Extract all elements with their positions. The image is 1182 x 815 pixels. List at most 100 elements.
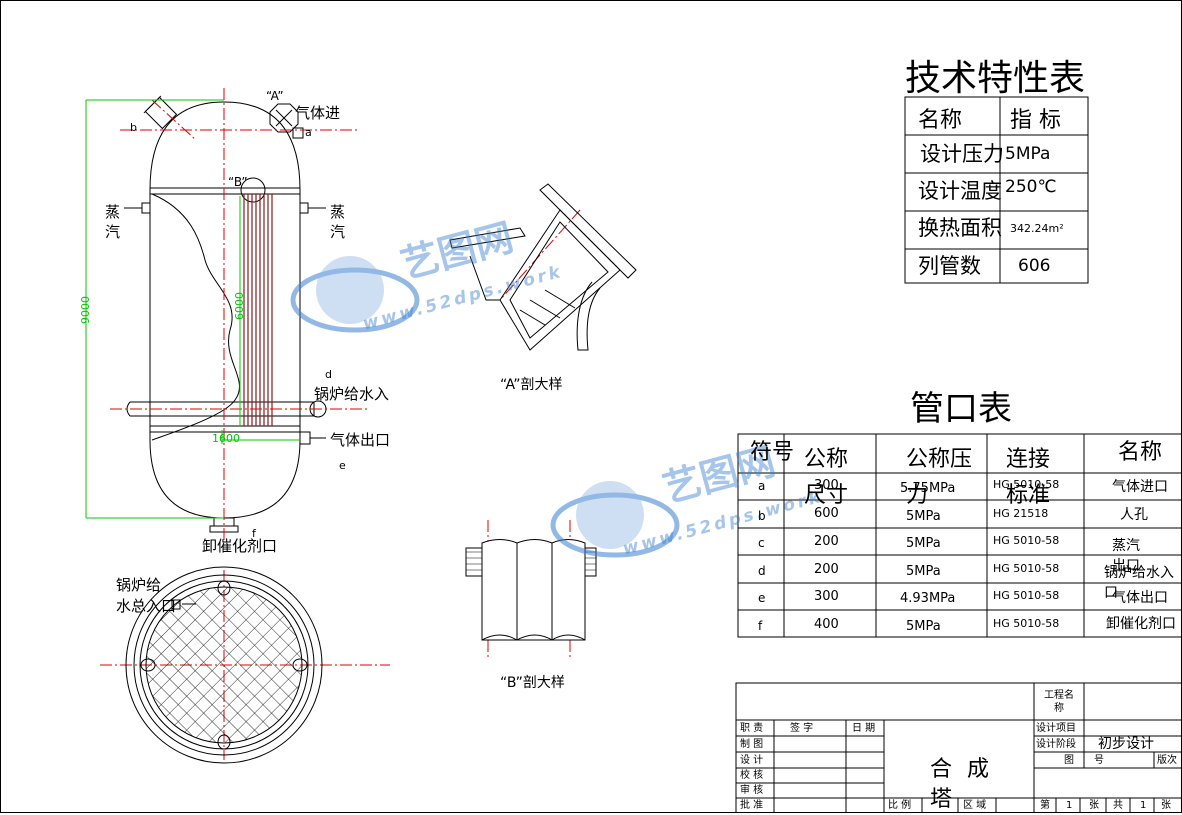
- nozzle-size: 200: [814, 562, 839, 577]
- tb-drawing-title: 合 成 塔: [930, 757, 993, 812]
- nozzle-header-sym: 符号: [750, 440, 795, 465]
- nozzle-sym: b: [758, 509, 766, 523]
- label-boiler-feed: 锅炉给水入: [314, 385, 390, 403]
- nozzle-sym: a: [758, 479, 766, 493]
- tb-sheet-label: 第: [1040, 800, 1050, 811]
- letter-a: a: [305, 126, 312, 139]
- tb-design-item-label: 设计项目: [1036, 723, 1076, 734]
- plan-view: [125, 566, 323, 764]
- nozzle-pressure: 5MPa: [906, 619, 941, 634]
- nozzle-header-std: 连接标准: [1006, 447, 1051, 508]
- dim-tube-length: 6000: [233, 292, 246, 320]
- nozzle-name: 卸催化剂口: [1106, 616, 1176, 632]
- tech-row-value: 606: [1018, 256, 1051, 276]
- title-block-grid: [735, 682, 1182, 813]
- letter-f: f: [252, 527, 256, 540]
- tb-role: 审 核: [740, 785, 764, 796]
- nozzle-std: HG 5010-58: [993, 478, 1060, 491]
- tb-date-label: 日 期: [852, 723, 876, 734]
- mark-B: “B”: [228, 175, 248, 189]
- vessel-elevation: [124, 95, 327, 533]
- nozzle-std: HG 5010-58: [993, 562, 1060, 575]
- nozzle-pressure: 4.93MPa: [900, 591, 956, 606]
- tech-header-index: 指 标: [1010, 108, 1061, 133]
- nozzle-std: HG 5010-58: [993, 534, 1060, 547]
- tech-row-label: 列管数: [918, 254, 981, 278]
- nozzle-name: 锅炉给水入口: [1104, 565, 1174, 601]
- tb-design-stage-label: 设计阶段: [1036, 739, 1076, 750]
- tech-row-value: 5MPa: [1005, 144, 1051, 164]
- label-gas-out: 气体出口: [330, 431, 391, 449]
- tb-area-label: 区 域: [963, 800, 987, 811]
- nozzle-size: 300: [814, 589, 839, 604]
- nozzle-size: 300: [814, 478, 839, 493]
- label-detail-A: “A”剖大样: [500, 377, 563, 393]
- mark-A: “A”: [266, 89, 284, 103]
- nozzle-table-grid: [737, 433, 1182, 638]
- tube-bundle: [243, 194, 273, 426]
- nozzle-sym: c: [758, 536, 765, 550]
- tech-table-grid: [904, 96, 1089, 284]
- nozzle-pressure: 5.75MPa: [900, 481, 956, 496]
- tb-sign-label: 签 字: [790, 723, 814, 734]
- nozzle-name: 蒸汽出口: [1112, 538, 1140, 574]
- tb-design-stage-value: 初步设计: [1098, 736, 1154, 752]
- nozzle-header-name: 名称: [1118, 440, 1163, 465]
- letter-d: d: [325, 368, 332, 381]
- nozzle-name: 气体进口: [1112, 479, 1168, 495]
- nozzle-pressure: 5MPa: [906, 536, 941, 551]
- label-catalyst: 卸催化剂口: [202, 537, 278, 555]
- letter-b: b: [130, 121, 137, 134]
- tech-row-label: 设计压力: [920, 142, 1004, 166]
- nozzle-std: HG 5010-58: [993, 589, 1060, 602]
- tb-drawing-no-label: 图 号: [1064, 755, 1104, 766]
- tb-sheet-unit: 张: [1089, 800, 1099, 811]
- watermark-logo: [290, 256, 680, 558]
- tb-total-no: 1: [1140, 800, 1147, 811]
- tech-row-label: 设计温度: [918, 179, 1002, 203]
- label-detail-B: “B”剖大样: [500, 675, 565, 691]
- nozzle-header-size: 公称尺寸: [804, 447, 849, 508]
- tb-role: 职 责: [740, 723, 764, 734]
- nozzle-size: 400: [814, 617, 839, 632]
- tb-role: 校 核: [740, 770, 764, 781]
- tb-version-label: 版次: [1157, 755, 1177, 766]
- nozzle-std: HG 5010-58: [993, 617, 1060, 630]
- label-boiler-total: 锅炉给 水总入口: [116, 576, 177, 615]
- tb-role: 设 计: [740, 755, 764, 766]
- tech-row-value: 250℃: [1005, 177, 1057, 197]
- nozzle-name: 气体出口: [1112, 590, 1168, 606]
- nozzle-size: 600: [814, 506, 839, 521]
- nozzle-pressure: 5MPa: [906, 564, 941, 579]
- dimension-lines: [85, 99, 300, 519]
- tech-table-title: 技术特性表: [905, 58, 1086, 99]
- tb-total-unit: 张: [1161, 800, 1171, 811]
- nozzle-name: 人孔: [1120, 507, 1148, 523]
- nozzle-sym: d: [758, 564, 766, 578]
- tech-row-value: 342.24m²: [1010, 222, 1064, 235]
- label-steam-right: 蒸 汽: [330, 203, 346, 241]
- nozzle-sym: f: [758, 619, 763, 633]
- label-gas-in: 气体进: [295, 104, 341, 122]
- tb-total-label: 共: [1113, 800, 1123, 811]
- nozzle-table-title: 管口表: [910, 389, 1012, 429]
- tech-row-label: 换热面积: [918, 216, 1002, 240]
- tb-role: 批 准: [740, 800, 764, 811]
- nozzle-header-pressure: 公称压力: [906, 447, 973, 508]
- tech-header-name: 名称: [918, 108, 963, 133]
- nozzle-size: 200: [814, 534, 839, 549]
- tb-scale-label: 比 例: [888, 800, 912, 811]
- dim-overall-height: 9000: [79, 296, 92, 324]
- dim-diameter: 1600: [212, 432, 240, 445]
- nozzle-std: HG 21518: [993, 507, 1049, 520]
- label-steam-left: 蒸 汽: [105, 203, 121, 241]
- detail-A-drawing: [449, 183, 637, 351]
- nozzle-sym: e: [758, 591, 766, 605]
- letter-e: e: [339, 459, 346, 472]
- nozzle-pressure: 5MPa: [906, 509, 941, 524]
- tb-sheet-no: 1: [1066, 800, 1073, 811]
- detail-B-drawing: [465, 539, 597, 641]
- tb-project-name-label: 工程名称: [1044, 690, 1074, 714]
- tb-role: 制 图: [740, 739, 764, 750]
